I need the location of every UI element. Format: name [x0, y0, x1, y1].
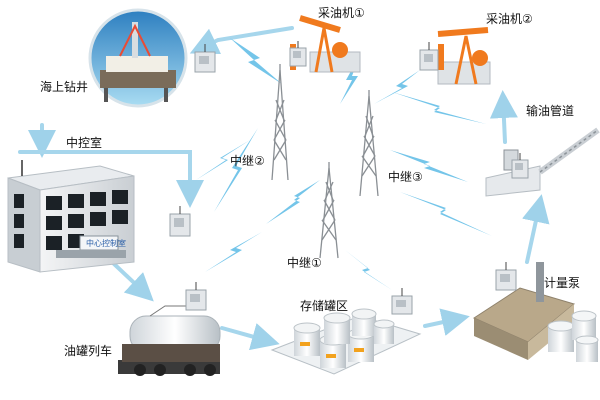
wireless-terminals [169, 41, 529, 315]
label-pump-jack-1: 采油机① [318, 6, 365, 20]
arrow-train-to-storage [220, 323, 280, 351]
arrow-building-to-train [110, 260, 154, 302]
flow-arrows [18, 26, 550, 351]
label-storage-area: 存储罐区 [300, 299, 349, 313]
storage-tanks [270, 308, 422, 375]
lightning-link-icon [214, 128, 258, 212]
wireless-terminal-icon [511, 153, 529, 179]
metering-pump-station [472, 262, 599, 362]
arrow-pipeline-up [489, 90, 518, 144]
lightning-link-icon [390, 150, 468, 182]
tank-train [118, 305, 221, 376]
wireless-terminal-icon [419, 42, 439, 71]
lightning-link-icon [400, 192, 492, 236]
lightning-link-icon [345, 250, 392, 290]
label-control-room: 中控室 [66, 136, 103, 150]
arrow-jack-to-platform [189, 26, 294, 55]
relay-tower-icon [359, 90, 379, 197]
arrow-storage-to-pump [423, 308, 470, 336]
wireless-terminal-icon [194, 44, 216, 73]
wireless-terminal-icon [185, 282, 207, 311]
label-pump-jack-2: 采油机② [486, 12, 533, 26]
lightning-link-icon [205, 232, 262, 272]
control-building [7, 160, 135, 273]
label-tank-train: 油罐列车 [64, 344, 113, 358]
lightning-link-icon [374, 70, 420, 104]
label-relay-1: 中继① [287, 256, 322, 270]
relay-tower-icon [319, 162, 339, 259]
relay-towers [271, 64, 379, 259]
label-relay-2: 中继② [230, 154, 265, 168]
relay-tower-icon [271, 64, 289, 181]
label-pipeline: 输油管道 [526, 104, 575, 118]
arrow-control-terminal [18, 150, 204, 208]
pipeline [485, 127, 600, 197]
wireless-terminal-icon [169, 206, 191, 237]
arrow-pump-up [522, 194, 550, 264]
label-offshore-platform: 海上钻井 [40, 80, 89, 94]
lightning-link-icon [230, 38, 282, 84]
wireless-terminal-icon [391, 288, 413, 315]
wireless-terminal-icon [289, 41, 307, 67]
building-sign: 中心控制室 [86, 239, 126, 248]
lightning-link-icon [266, 180, 320, 224]
lightning-link-icon [392, 92, 486, 124]
pump-jack-2 [437, 27, 491, 85]
offshore-platform [88, 8, 188, 108]
label-metering-pump: 计量泵 [544, 276, 581, 290]
label-relay-3: 中继③ [388, 170, 423, 184]
wireless-terminal-icon [495, 262, 517, 291]
